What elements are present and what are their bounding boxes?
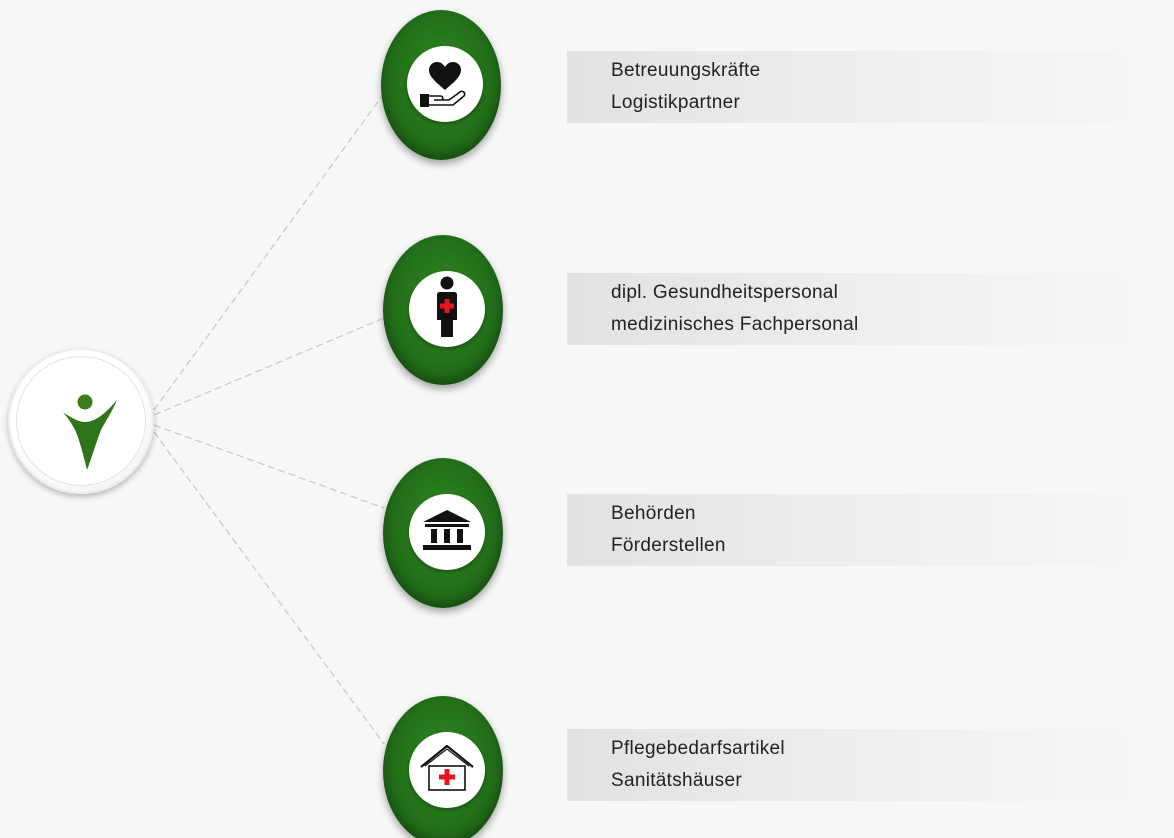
label-authorities-line2: Förderstellen — [611, 535, 726, 556]
node-care — [381, 10, 501, 160]
label-supplies-line2: Sanitätshäuser — [611, 770, 742, 791]
label-care-line1: Betreuungskräfte — [611, 60, 761, 81]
label-medical-line1: dipl. Gesundheitspersonal — [611, 282, 839, 303]
person-logo-icon — [63, 394, 117, 470]
label-medical-line2: medizinisches Fachpersonal — [611, 314, 859, 335]
connector-line-1 — [153, 95, 383, 411]
label-supplies-line1: Pflegebedarfsartikel — [611, 738, 785, 759]
node-authorities — [383, 458, 503, 608]
label-box-medical: dipl. Gesundheitspersonal medizinisches … — [567, 273, 1174, 345]
hub-inner — [16, 356, 146, 486]
heart-hand-icon — [420, 62, 466, 107]
node-medical — [383, 235, 503, 385]
hub-circle — [8, 348, 154, 494]
label-authorities-line1: Behörden — [611, 503, 696, 524]
medical-person-icon — [437, 276, 457, 337]
house-cross-icon — [420, 744, 474, 791]
government-building-icon — [423, 510, 471, 550]
node-authorities-disc — [409, 494, 485, 570]
connector-line-4 — [153, 431, 385, 745]
node-supplies-disc — [409, 732, 485, 808]
connector-line-2 — [153, 317, 385, 416]
connector-line-3 — [153, 424, 385, 509]
label-box-supplies: Pflegebedarfsartikel Sanitätshäuser — [567, 729, 1174, 801]
label-care-line2: Logistikpartner — [611, 92, 741, 113]
node-medical-disc — [409, 271, 485, 347]
label-box-care: Betreuungskräfte Logistikpartner — [567, 51, 1174, 123]
node-supplies — [383, 696, 503, 838]
label-box-authorities: Behörden Förderstellen — [567, 494, 1174, 566]
node-care-disc — [407, 46, 483, 122]
